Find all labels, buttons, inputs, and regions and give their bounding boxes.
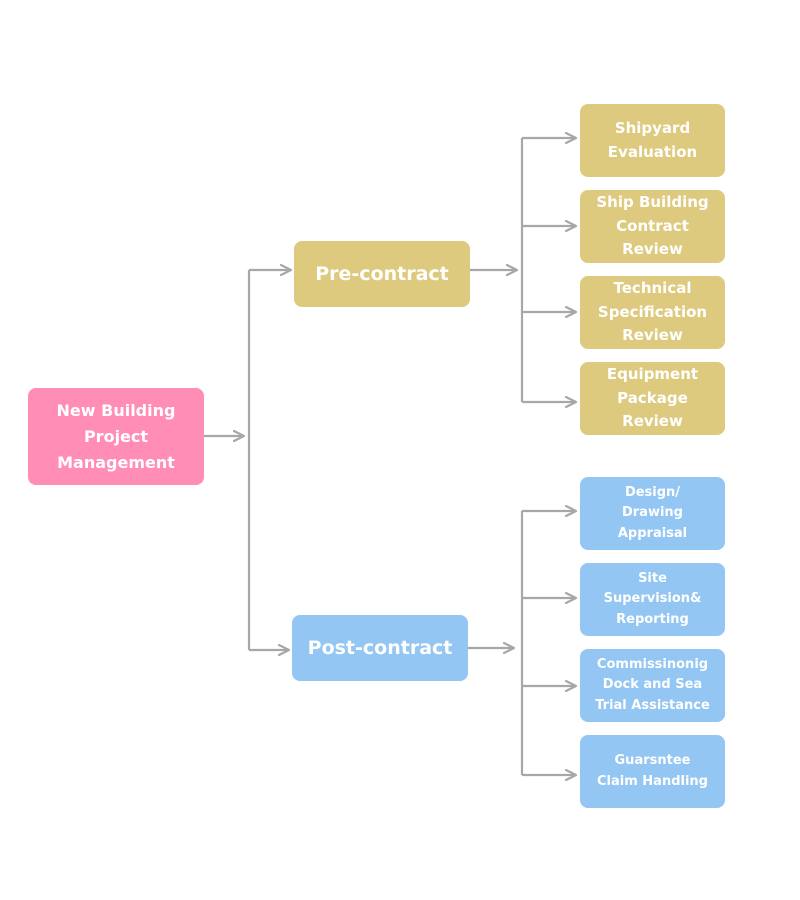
pre-contract-item-label: Technical Specification Review <box>597 279 708 345</box>
root-node-label: New Building Project Management <box>56 400 176 472</box>
post-contract-label: Post-contract <box>307 637 453 659</box>
pre-contract-node: Pre-contract <box>294 241 470 307</box>
post-contract-item: Guarsntee Claim Handling <box>580 735 725 808</box>
pre-contract-item: Shipyard Evaluation <box>580 104 725 177</box>
root-node: New Building Project Management <box>28 388 204 485</box>
post-contract-item: Commissinonig Dock and Sea Trial Assista… <box>580 649 725 722</box>
post-contract-item-label: Site Supervision& Reporting <box>603 570 702 627</box>
post-contract-item-label: Commissinonig Dock and Sea Trial Assista… <box>595 656 710 713</box>
post-contract-item: Design/ Drawing Appraisal <box>580 477 725 550</box>
pre-contract-item-label: Shipyard Evaluation <box>607 119 698 161</box>
pre-contract-item: Technical Specification Review <box>580 276 725 349</box>
pre-contract-item: Equipment Package Review <box>580 362 725 435</box>
post-contract-item-label: Design/ Drawing Appraisal <box>617 484 688 541</box>
post-contract-item-label: Guarsntee Claim Handling <box>597 753 708 789</box>
pre-contract-item-label: Ship Building Contract Review <box>596 193 709 259</box>
pre-contract-item-label: Equipment Package Review <box>606 365 699 431</box>
post-contract-item: Site Supervision& Reporting <box>580 563 725 636</box>
post-contract-node: Post-contract <box>292 615 468 681</box>
pre-contract-label: Pre-contract <box>315 263 449 285</box>
pre-contract-item: Ship Building Contract Review <box>580 190 725 263</box>
